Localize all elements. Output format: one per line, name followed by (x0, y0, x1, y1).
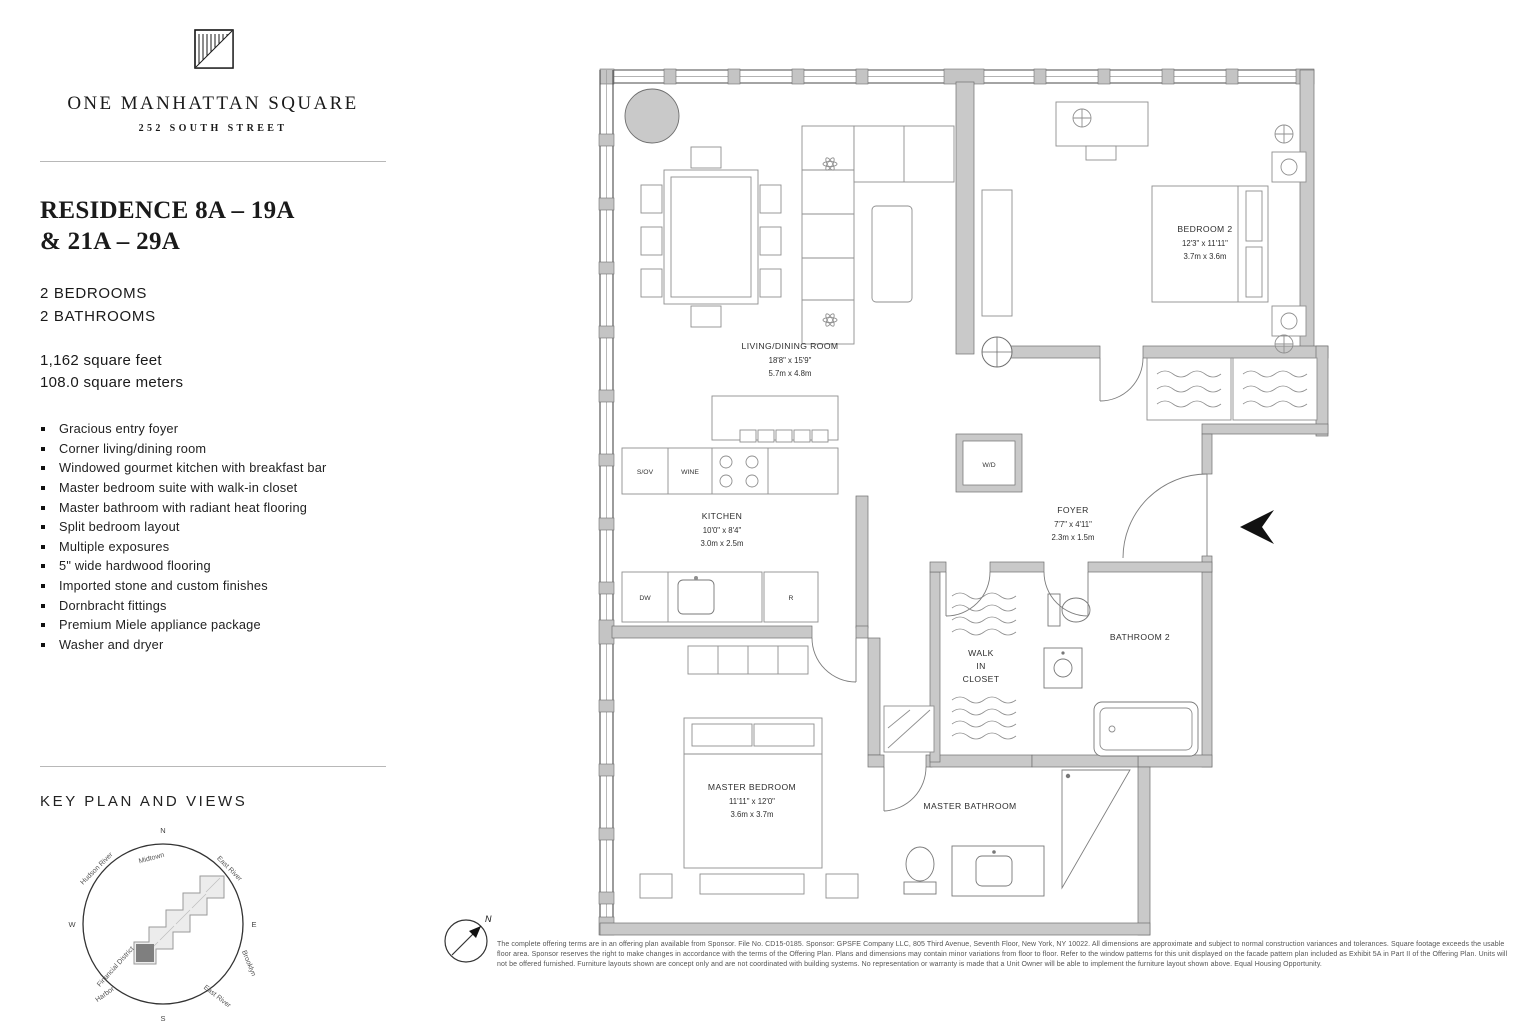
svg-text:7'7" x 4'11": 7'7" x 4'11" (1054, 520, 1092, 529)
label-speed-oven: S/OV (637, 469, 654, 476)
entry-arrow-icon (1240, 510, 1274, 544)
floorplan-page: { "brand": { "name": "ONE MANHATTAN SQUA… (40, 29, 1508, 1024)
north-arrow-icon: N (444, 914, 492, 963)
bullet-icon (41, 525, 45, 530)
area-sqft: 1,162 square feet (40, 351, 162, 369)
svg-text:3.6m x 3.7m: 3.6m x 3.7m (731, 810, 774, 819)
column-circle (624, 88, 1013, 368)
keyplan-heading: KEY PLAN AND VIEWS (40, 793, 248, 811)
bathroom2-fixtures (1043, 593, 1199, 757)
bullet-icon (41, 603, 45, 608)
feature-item: Master bathroom with radiant heat floori… (40, 498, 386, 518)
brand-name: ONE MANHATTAN SQUARE (67, 93, 359, 114)
sidebar: ONE MANHATTAN SQUARE 252 SOUTH STREET RE… (40, 26, 386, 1032)
bullet-icon (41, 505, 45, 510)
feature-list: Gracious entry foyer Corner living/dinin… (40, 419, 386, 654)
brand-logo (40, 26, 386, 79)
svg-text:10'0" x 8'4": 10'0" x 8'4" (703, 526, 742, 535)
svg-text:18'8" x 15'9": 18'8" x 15'9" (769, 356, 812, 365)
floor-plan: LIVING/DINING ROOM 18'8" x 15'9" 5.7m x … (444, 68, 1329, 963)
walk-in-closet-symbols (951, 592, 1017, 740)
room-label-foyer: FOYER (1057, 505, 1089, 515)
svg-text:3.7m x 3.6m: 3.7m x 3.6m (1184, 252, 1227, 261)
svg-text:5.7m x 4.8m: 5.7m x 4.8m (769, 369, 812, 378)
master-bathroom-fixtures (903, 769, 1131, 897)
divider (40, 766, 386, 768)
brand-logo-icon (194, 29, 234, 69)
feature-item: Dornbracht fittings (40, 596, 386, 616)
keyplan-n: N (160, 826, 165, 835)
master-bedroom-furniture (639, 645, 859, 899)
keyplan-s: S (160, 1014, 165, 1023)
area-spec: 1,162 square feet 108.0 square meters (40, 350, 386, 396)
room-label-master-bathroom: MASTER BATHROOM (923, 801, 1016, 811)
residence-title-line2: & 21A – 29A (40, 228, 181, 255)
north-label: N (485, 914, 492, 924)
kitchen-fixtures (621, 395, 839, 623)
hall-closets (1146, 357, 1318, 421)
bed-bath-spec: 2 BEDROOMS 2 BATHROOMS (40, 283, 386, 329)
bullet-icon (41, 623, 45, 628)
feature-item: Windowed gourmet kitchen with breakfast … (40, 458, 386, 478)
bullet-icon (41, 642, 45, 647)
residence-title: RESIDENCE 8A – 19A & 21A – 29A (40, 195, 386, 257)
svg-text:12'3" x 11'11": 12'3" x 11'11" (1182, 239, 1228, 248)
area-sqm: 108.0 square meters (40, 374, 184, 392)
room-label-wic-1: WALK (968, 648, 994, 658)
feature-item: Washer and dryer (40, 635, 386, 655)
living-furniture (640, 125, 1013, 345)
ceiling-light-icons (1072, 108, 1294, 354)
feature-item: Corner living/dining room (40, 439, 386, 459)
bullet-icon (41, 485, 45, 490)
svg-text:2.3m x 1.5m: 2.3m x 1.5m (1052, 533, 1095, 542)
bedrooms-count: 2 BEDROOMS (40, 285, 148, 302)
divider (40, 161, 386, 162)
bedroom2-furniture (1055, 101, 1307, 337)
bullet-icon (41, 427, 45, 432)
bullet-icon (41, 564, 45, 569)
room-label-kitchen: KITCHEN (702, 511, 743, 521)
label-washer-dryer: W/D (982, 462, 995, 469)
feature-item: Split bedroom layout (40, 517, 386, 537)
brand-address: 252 SOUTH STREET (138, 123, 288, 134)
bullet-icon (41, 583, 45, 588)
linen-closet (883, 705, 935, 753)
bathrooms-count: 2 BATHROOMS (40, 307, 156, 325)
bullet-icon (41, 446, 45, 451)
room-label-living: LIVING/DINING ROOM (742, 341, 839, 351)
feature-item: 5" wide hardwood flooring (40, 556, 386, 576)
residence-title-line1: RESIDENCE 8A – 19A (40, 197, 295, 224)
keyplan-w: W (68, 920, 76, 929)
keyplan-unit-marker (136, 944, 154, 963)
room-label-wic-3: CLOSET (963, 674, 1000, 684)
doors (811, 357, 1208, 812)
label-wine: WINE (681, 469, 699, 476)
walls (599, 69, 1329, 936)
bullet-icon (41, 466, 45, 471)
room-label-wic-2: IN (976, 661, 985, 671)
room-label-master-bedroom: MASTER BEDROOM (708, 782, 796, 792)
keyplan-footprint (133, 875, 225, 965)
feature-item: Imported stone and custom finishes (40, 576, 386, 596)
keyplan-e: E (251, 920, 256, 929)
label-refrigerator: R (789, 595, 794, 602)
feature-item: Gracious entry foyer (40, 419, 386, 439)
feature-item: Premium Miele appliance package (40, 615, 386, 635)
feature-item: Multiple exposures (40, 537, 386, 557)
svg-text:11'11" x 12'0": 11'11" x 12'0" (729, 797, 775, 806)
room-label-bathroom2: BATHROOM 2 (1110, 632, 1170, 642)
svg-text:3.0m x 2.5m: 3.0m x 2.5m (701, 539, 744, 548)
room-label-bedroom2: BEDROOM 2 (1177, 224, 1232, 234)
disclaimer-text: The complete offering terms are in an of… (497, 941, 1508, 969)
feature-item: Master bedroom suite with walk-in closet (40, 478, 386, 498)
bullet-icon (41, 544, 45, 549)
label-dishwasher: DW (639, 595, 651, 602)
room-labels: LIVING/DINING ROOM 18'8" x 15'9" 5.7m x … (637, 224, 1232, 819)
